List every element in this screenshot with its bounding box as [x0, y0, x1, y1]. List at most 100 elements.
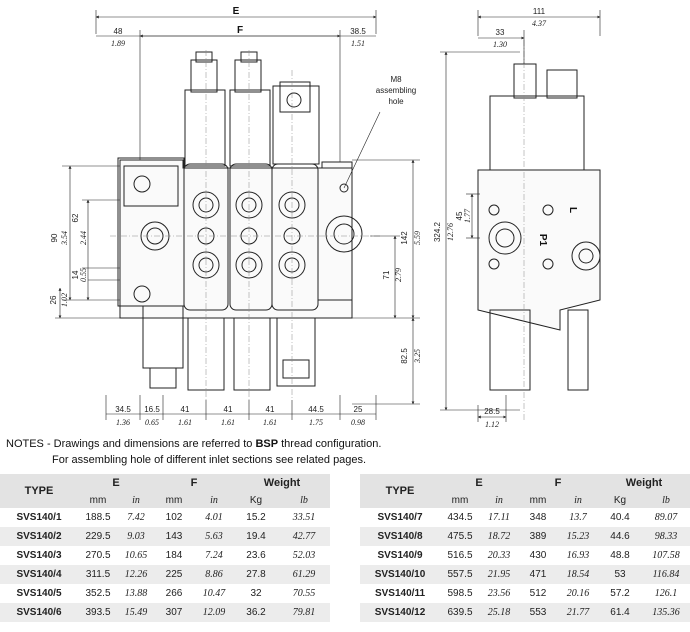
dim-90-in: 3.54 — [60, 231, 69, 246]
cell-f-mm: 553 — [518, 603, 558, 622]
cell-e-mm: 393.5 — [78, 603, 118, 622]
cell-e-mm: 270.5 — [85, 550, 111, 561]
cell-e-in: 7.42 — [127, 512, 145, 523]
unit-lb: lb — [278, 492, 330, 508]
side-dimensions — [440, 10, 601, 422]
header-e: E — [78, 474, 154, 492]
unit-lb: lb — [642, 492, 690, 508]
cell-lb: 70.55 — [292, 588, 316, 599]
cell-e-mm: 311.5 — [78, 565, 118, 584]
callout-line-1: M8 — [390, 75, 402, 84]
cell-kg: 48.8 — [610, 550, 630, 561]
cell-e-in: 15.49 — [118, 603, 154, 622]
cell-type: SVS140/9 — [377, 550, 423, 561]
cell-lb: 33.51 — [292, 512, 316, 523]
front-dimensions — [55, 10, 420, 420]
cell-lb: 79.81 — [278, 603, 330, 622]
cell-type: SVS140/5 — [16, 588, 62, 599]
cell-e-mm: 516.5 — [447, 550, 473, 561]
cell-type: SVS140/2 — [0, 527, 78, 546]
table-row: SVS140/9 516.5 20.33 430 16.93 48.8 107.58 — [360, 546, 690, 565]
dim-bottom-5: 41 — [266, 405, 275, 414]
unit-kg: Kg — [598, 492, 642, 508]
cell-type: SVS140/6 — [0, 603, 78, 622]
callout-line-2: assembling — [376, 86, 416, 95]
cell-e-in: 23.56 — [487, 588, 511, 599]
cell-e-in: 12.26 — [118, 565, 154, 584]
cell-type: SVS140/12 — [360, 603, 440, 622]
cell-e-mm: 557.5 — [440, 565, 480, 584]
header-e: E — [440, 474, 518, 492]
dim-bottom-6-in: 1.75 — [309, 418, 323, 427]
unit-in: in — [480, 492, 518, 508]
cell-kg: 44.6 — [598, 527, 642, 546]
cell-type: SVS140/10 — [360, 565, 440, 584]
cell-f-mm: 389 — [518, 527, 558, 546]
side-view — [477, 40, 601, 420]
cell-type: SVS140/11 — [374, 588, 426, 599]
cell-f-in: 13.7 — [569, 512, 587, 523]
dim-bottom-7-in: 0.98 — [351, 418, 365, 427]
cell-kg: 32 — [250, 588, 262, 599]
cell-f-mm: 143 — [154, 527, 194, 546]
cell-e-in: 13.88 — [124, 588, 148, 599]
dim-82-5: 82.5 — [400, 348, 409, 364]
cell-f-mm: 184 — [165, 550, 183, 561]
dim-26-in: 1.02 — [60, 293, 69, 307]
unit-mm: mm — [78, 492, 118, 508]
callout-line-3: hole — [388, 97, 404, 106]
dim-bottom-4: 41 — [224, 405, 233, 414]
unit-in: in — [558, 492, 598, 508]
cell-f-mm: 512 — [529, 588, 547, 599]
cell-e-in: 25.18 — [480, 603, 518, 622]
cell-f-mm: 430 — [529, 550, 547, 561]
dim-bottom-2-in: 0.65 — [145, 418, 159, 427]
cell-e-in: 20.33 — [487, 550, 511, 561]
dim-right-in: 1.51 — [351, 39, 365, 48]
dim-62: 62 — [71, 213, 80, 222]
cell-e-mm: 229.5 — [78, 527, 118, 546]
cell-e-mm: 598.5 — [447, 588, 473, 599]
dim-45-in: 1.77 — [463, 208, 472, 223]
dim-F: F — [237, 25, 243, 36]
cell-lb: 107.58 — [652, 550, 680, 561]
cell-f-in: 16.93 — [566, 550, 590, 561]
notes-line-2: For assembling hole of different inlet s… — [52, 454, 367, 466]
cell-f-mm: 102 — [165, 512, 183, 523]
dim-33-in: 1.30 — [493, 40, 507, 49]
cell-kg: 19.4 — [234, 527, 278, 546]
dim-left-mm: 48 — [114, 27, 123, 36]
cell-f-in: 12.09 — [194, 603, 234, 622]
dim-bottom-1: 34.5 — [115, 405, 131, 414]
cell-e-in: 17.11 — [488, 512, 510, 523]
cell-f-mm: 307 — [154, 603, 194, 622]
dim-bottom-5-in: 1.61 — [263, 418, 277, 427]
dim-bottom-3-in: 1.61 — [178, 418, 192, 427]
dim-bottom-1-in: 1.36 — [116, 418, 130, 427]
header-weight: Weight — [234, 474, 330, 492]
header-f: F — [154, 474, 234, 492]
cell-kg: 27.8 — [234, 565, 278, 584]
cell-e-mm: 434.5 — [447, 512, 473, 523]
cell-lb: 42.77 — [278, 527, 330, 546]
cell-lb: 61.29 — [278, 565, 330, 584]
cell-type: SVS140/8 — [360, 527, 440, 546]
dim-45: 45 — [455, 211, 464, 220]
cell-f-mm: 471 — [518, 565, 558, 584]
callout: M8 assembling hole — [376, 75, 416, 106]
dim-28-5: 28.5 — [484, 407, 500, 416]
dim-14-in: 0.55 — [79, 268, 88, 282]
front-view — [110, 50, 380, 400]
cell-kg: 36.2 — [234, 603, 278, 622]
dim-bottom-7: 25 — [354, 405, 363, 414]
dim-14: 14 — [71, 270, 80, 279]
dim-E: E — [233, 6, 240, 17]
unit-mm: mm — [518, 492, 558, 508]
cell-type: SVS140/4 — [0, 565, 78, 584]
spec-table-left: TYPE E F Weight mm in mm in Kg lb SVS140… — [0, 474, 330, 622]
